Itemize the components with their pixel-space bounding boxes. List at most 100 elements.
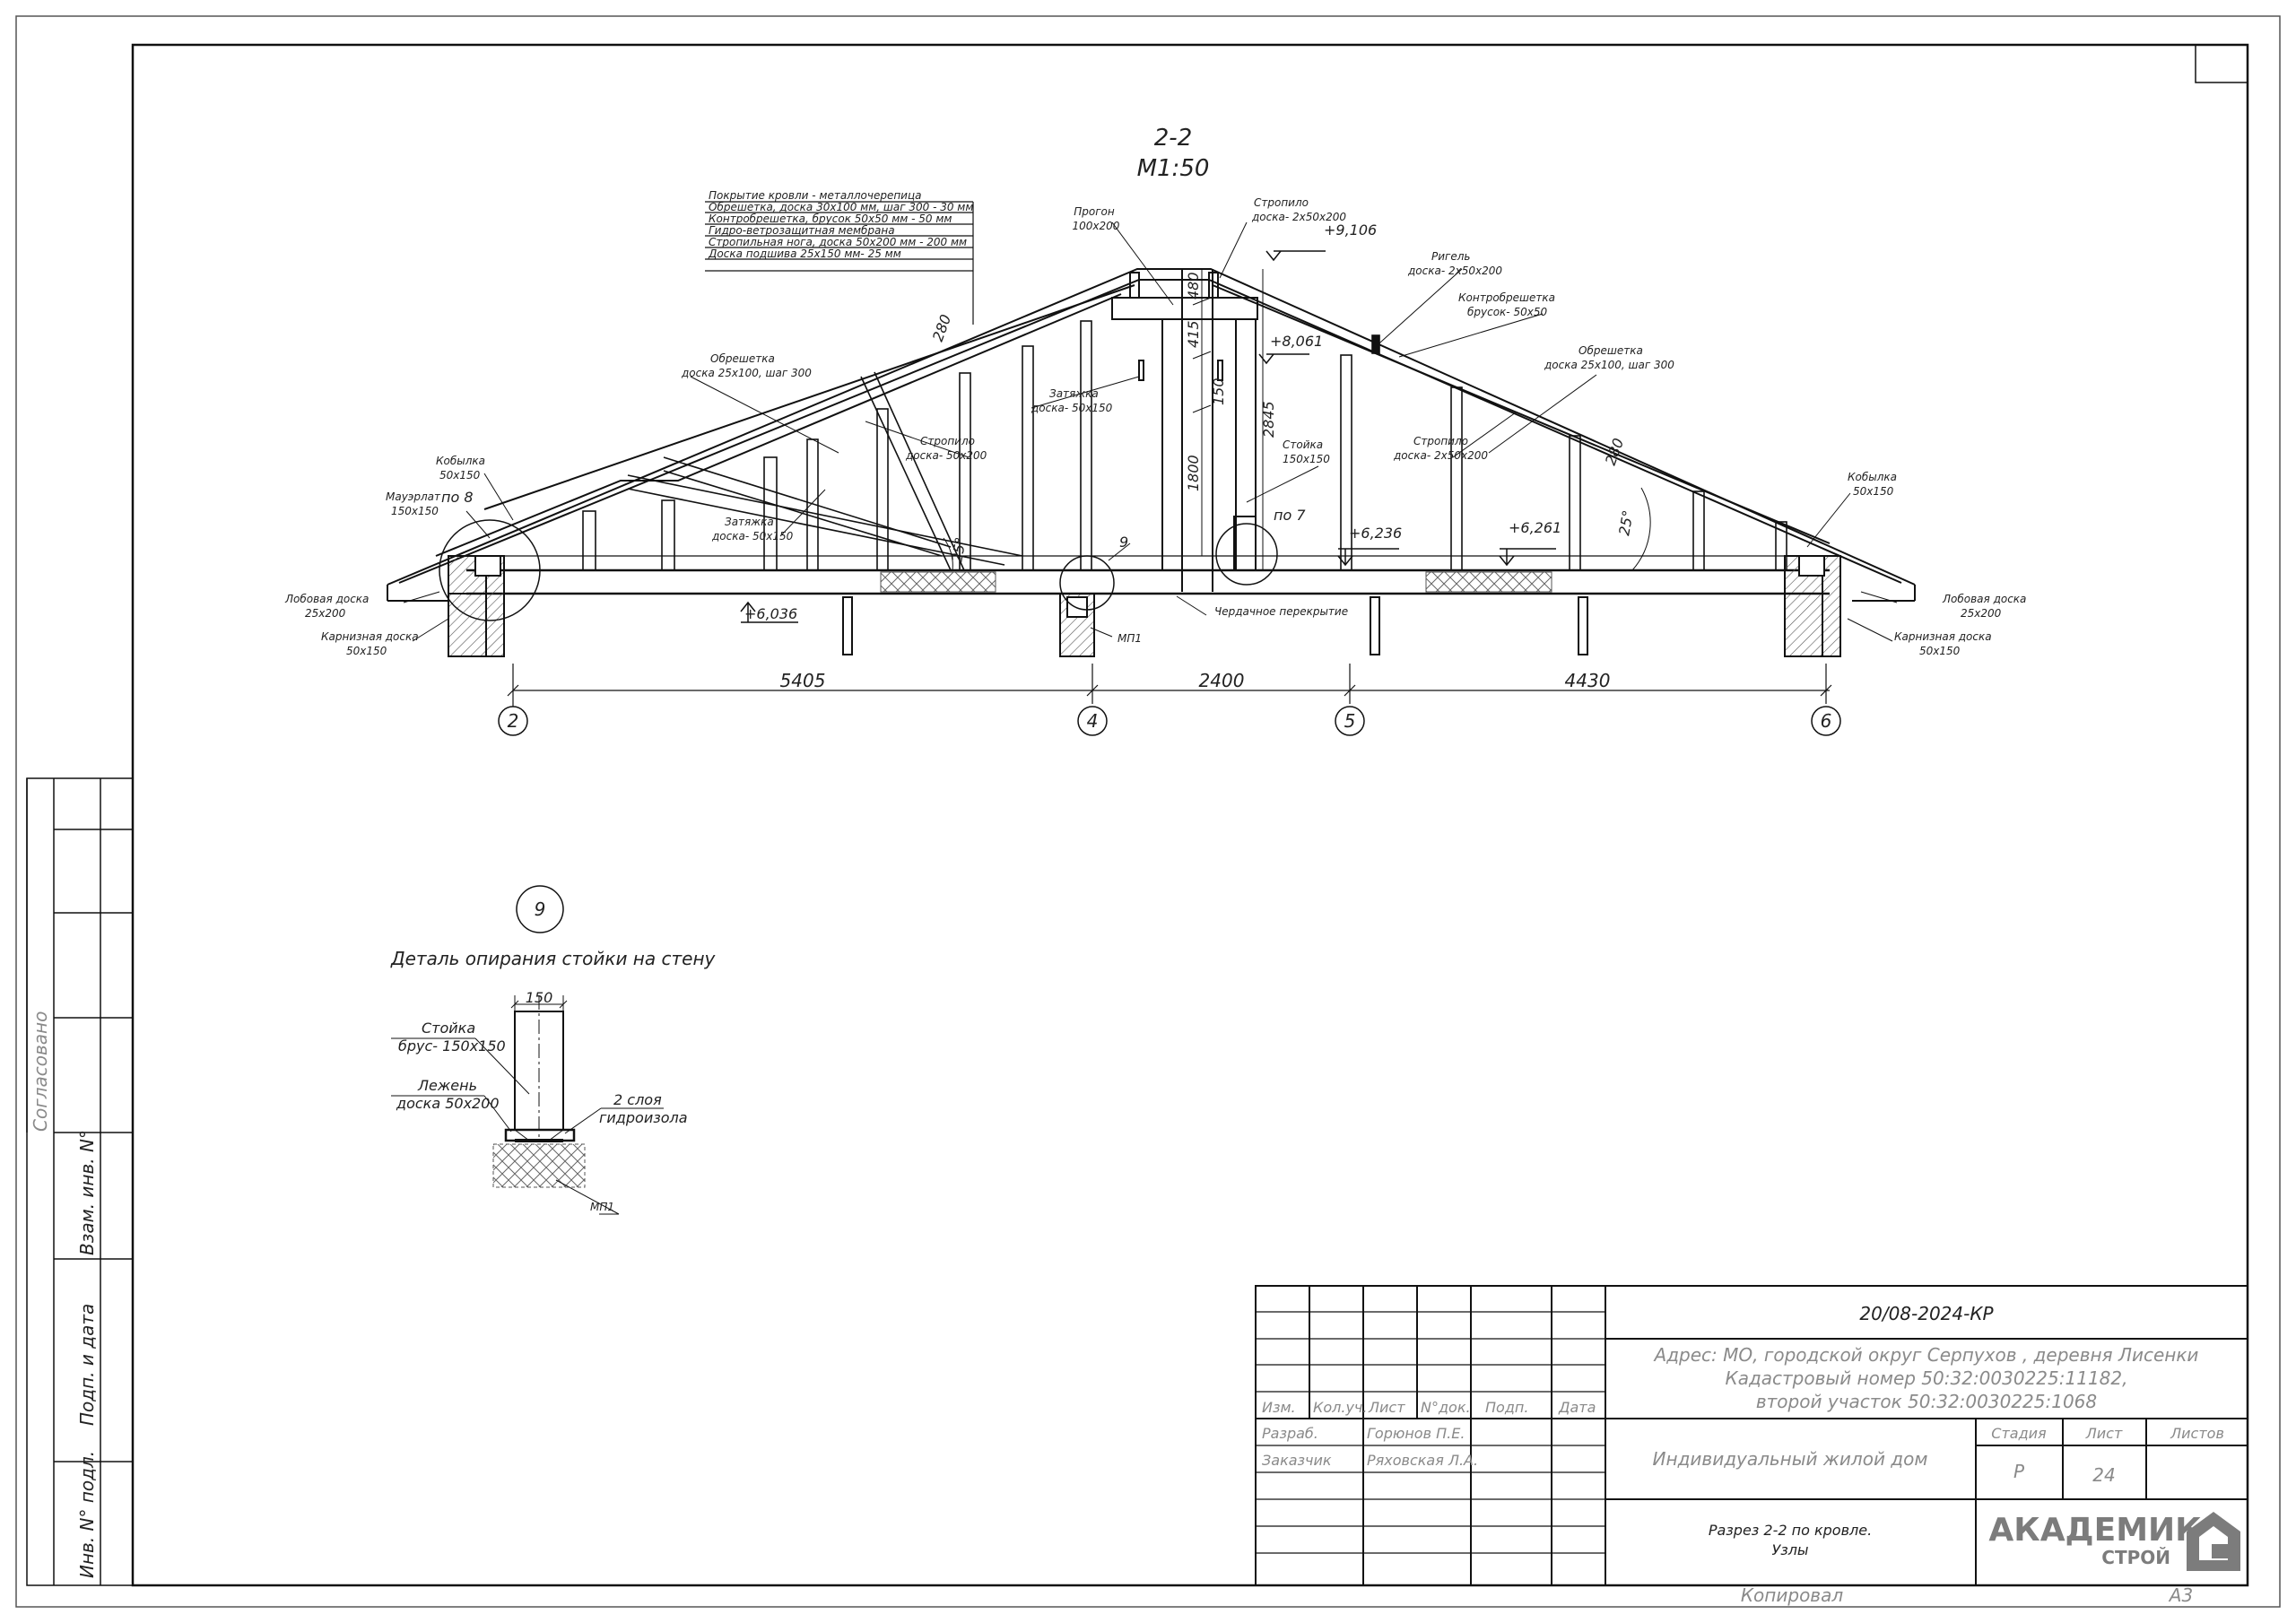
detail-9-gidro-1: 2 слоя — [613, 1091, 662, 1108]
tb-sheet-title-2: Узлы — [1771, 1541, 1808, 1558]
label-karn-l-1: Карнизная доска — [321, 630, 419, 643]
stamp-soglasovano: Согласовано — [30, 1011, 51, 1132]
elevation-6236: +6,236 — [1349, 525, 1402, 542]
label-kobylka-r-2: 50х150 — [1853, 485, 1894, 498]
tb-code: 20/08-2024-КР — [1859, 1303, 1994, 1324]
logo-sub: СТРОЙ — [2101, 1547, 2170, 1568]
dim-280-left: 280 — [929, 312, 954, 343]
stamp-vzam: Взам. инв. N° — [76, 1130, 98, 1255]
dim-480: 480 — [1185, 272, 1202, 299]
label-karn-r-2: 50х150 — [1919, 645, 1961, 657]
label-mp1: МП1 — [1118, 632, 1142, 645]
detail-9-leaders — [391, 1037, 664, 1215]
label-karn-r-1: Карнизная доска — [1894, 630, 1992, 643]
label-zatyazhka-c-1: Затяжка — [1049, 387, 1099, 400]
roof-layer-3: Контробрешетка, брусок 50х50 мм - 50 мм — [709, 213, 952, 225]
leader-lines — [403, 221, 1898, 642]
label-stropilo-r-1: Стропило — [1413, 435, 1468, 447]
axis-5: 5 — [1344, 710, 1356, 732]
label-lob-l-1: Лобовая доска — [284, 593, 369, 605]
tb-hdr-podp: Подп. — [1485, 1399, 1528, 1416]
tb-zakazchik-label: Заказчик — [1262, 1452, 1332, 1469]
stamp-podp: Подп. и дата — [76, 1304, 98, 1426]
label-kobylka-l-2: 50х150 — [439, 469, 481, 482]
roof-outline — [387, 268, 1916, 602]
title-block-grid — [1255, 1285, 2248, 1586]
tb-hdr-kolich: Кол.уч. — [1313, 1399, 1367, 1416]
detail-9-lezhen-2: доска 50х200 — [396, 1095, 500, 1112]
label-po8: по 8 — [441, 489, 474, 506]
elevation-markers — [740, 250, 1556, 623]
axis-6: 6 — [1821, 710, 1832, 732]
label-karn-l-2: 50х150 — [346, 645, 387, 657]
tb-sheet-title-1: Разрез 2-2 по кровле. — [1709, 1522, 1872, 1539]
detail-9-mp1: МП1 — [590, 1201, 614, 1213]
dim-2845: 2845 — [1260, 401, 1277, 438]
label-mauerlat-1: Мауэрлат — [386, 490, 441, 503]
roof-layer-6: Доска подшива 25х150 мм- 25 мм — [708, 247, 901, 260]
dim-415: 415 — [1185, 320, 1202, 348]
elevation-8061: +8,061 — [1270, 333, 1323, 350]
label-stoyka-2: 150х150 — [1283, 453, 1330, 465]
detail-circle-7 — [1215, 523, 1278, 586]
detail-9-drawing — [504, 995, 576, 1142]
dim-5405: 5405 — [780, 670, 826, 691]
insulation-right — [1425, 571, 1552, 593]
label-kobylka-l-1: Кобылка — [436, 455, 485, 467]
label-progon-2: 100х200 — [1073, 220, 1120, 232]
label-lob-r-2: 25х200 — [1961, 607, 2002, 620]
dim-1800: 1800 — [1185, 455, 1202, 491]
detail-9-lezhen-1: Лежень — [417, 1077, 477, 1094]
framing-right — [1340, 334, 1787, 571]
tb-listov-label: Листов — [2170, 1425, 2224, 1442]
label-zatyazhka-c-2: доска- 50х150 — [1031, 402, 1113, 414]
angle-arc-left — [943, 537, 953, 571]
detail-9-gidro-2: гидроизола — [599, 1109, 688, 1126]
label-rigel-1: Ригель — [1431, 250, 1470, 263]
detail-9-number: 9 — [535, 898, 546, 920]
elevation-6036: +6,036 — [744, 605, 797, 622]
axis-4: 4 — [1087, 710, 1099, 732]
label-stropilo-l-1: Стропило — [920, 435, 975, 447]
ridge-structure — [1111, 269, 1258, 592]
label-obr-r-1: Обрешетка — [1578, 344, 1643, 357]
label-kontro-1: Контробрешетка — [1458, 291, 1555, 304]
insulation-left — [880, 571, 996, 593]
logo-main: АКАДЕМИК — [1988, 1512, 2201, 1549]
roof-layer-2: Обрешетка, доска 30х100 мм, шаг 300 - 30… — [709, 201, 973, 213]
label-stropilo-top-2: доска- 2х50х200 — [1251, 211, 1346, 223]
stamp-inv: Инв. N° подл. — [76, 1451, 98, 1578]
tb-hdr-list: Лист — [1368, 1399, 1405, 1416]
tb-razrab-label: Разраб. — [1262, 1425, 1318, 1442]
label-kontro-2: брусок- 50х50 — [1467, 306, 1547, 318]
framing-left — [582, 320, 1092, 571]
label-lob-r-1: Лобовая доска — [1942, 593, 2026, 605]
corner-box — [2195, 44, 2248, 83]
tb-razrab-name: Горюнов П.Е. — [1367, 1425, 1465, 1442]
label-stropilo-r-2: доска- 2х50х200 — [1393, 449, 1488, 462]
roof-layer-5: Стропильная нога, доска 50х200 мм - 200 … — [709, 236, 967, 248]
tb-hdr-ndok: N°док. — [1421, 1399, 1471, 1416]
walls — [448, 555, 1841, 657]
tb-address-3: второй участок 50:32:0030225:1068 — [1756, 1391, 2097, 1412]
label-detail-ref: 9 — [1119, 534, 1128, 551]
detail-9-bubble — [516, 885, 564, 933]
axis-dimension-line — [507, 664, 1832, 708]
dim-4430: 4430 — [1565, 670, 1611, 691]
tb-kopiroval: Копировал — [1741, 1584, 1843, 1606]
detail-9-dim-150: 150 — [526, 989, 553, 1006]
elevation-9106: +9,106 — [1324, 221, 1377, 239]
roof-layer-4: Гидро-ветрозащитная мембрана — [709, 224, 895, 237]
attic-floor — [466, 555, 1830, 595]
angle-25-left: 25° — [948, 535, 970, 563]
label-mauerlat-2: 150х150 — [391, 505, 439, 517]
ridge-dimension-lines — [1192, 269, 1264, 570]
label-rigel-2: доска- 2х50х200 — [1407, 265, 1502, 277]
axis-2: 2 — [508, 710, 519, 732]
tb-list: 24 — [2092, 1464, 2115, 1486]
label-progon-1: Прогон — [1074, 205, 1115, 218]
side-stamp — [26, 777, 134, 1586]
roof-layer-1: Покрытие кровли - металлочерепица — [709, 189, 922, 202]
elevation-6261: +6,261 — [1509, 519, 1561, 536]
label-zatyazhka-l-1: Затяжка — [725, 516, 774, 528]
